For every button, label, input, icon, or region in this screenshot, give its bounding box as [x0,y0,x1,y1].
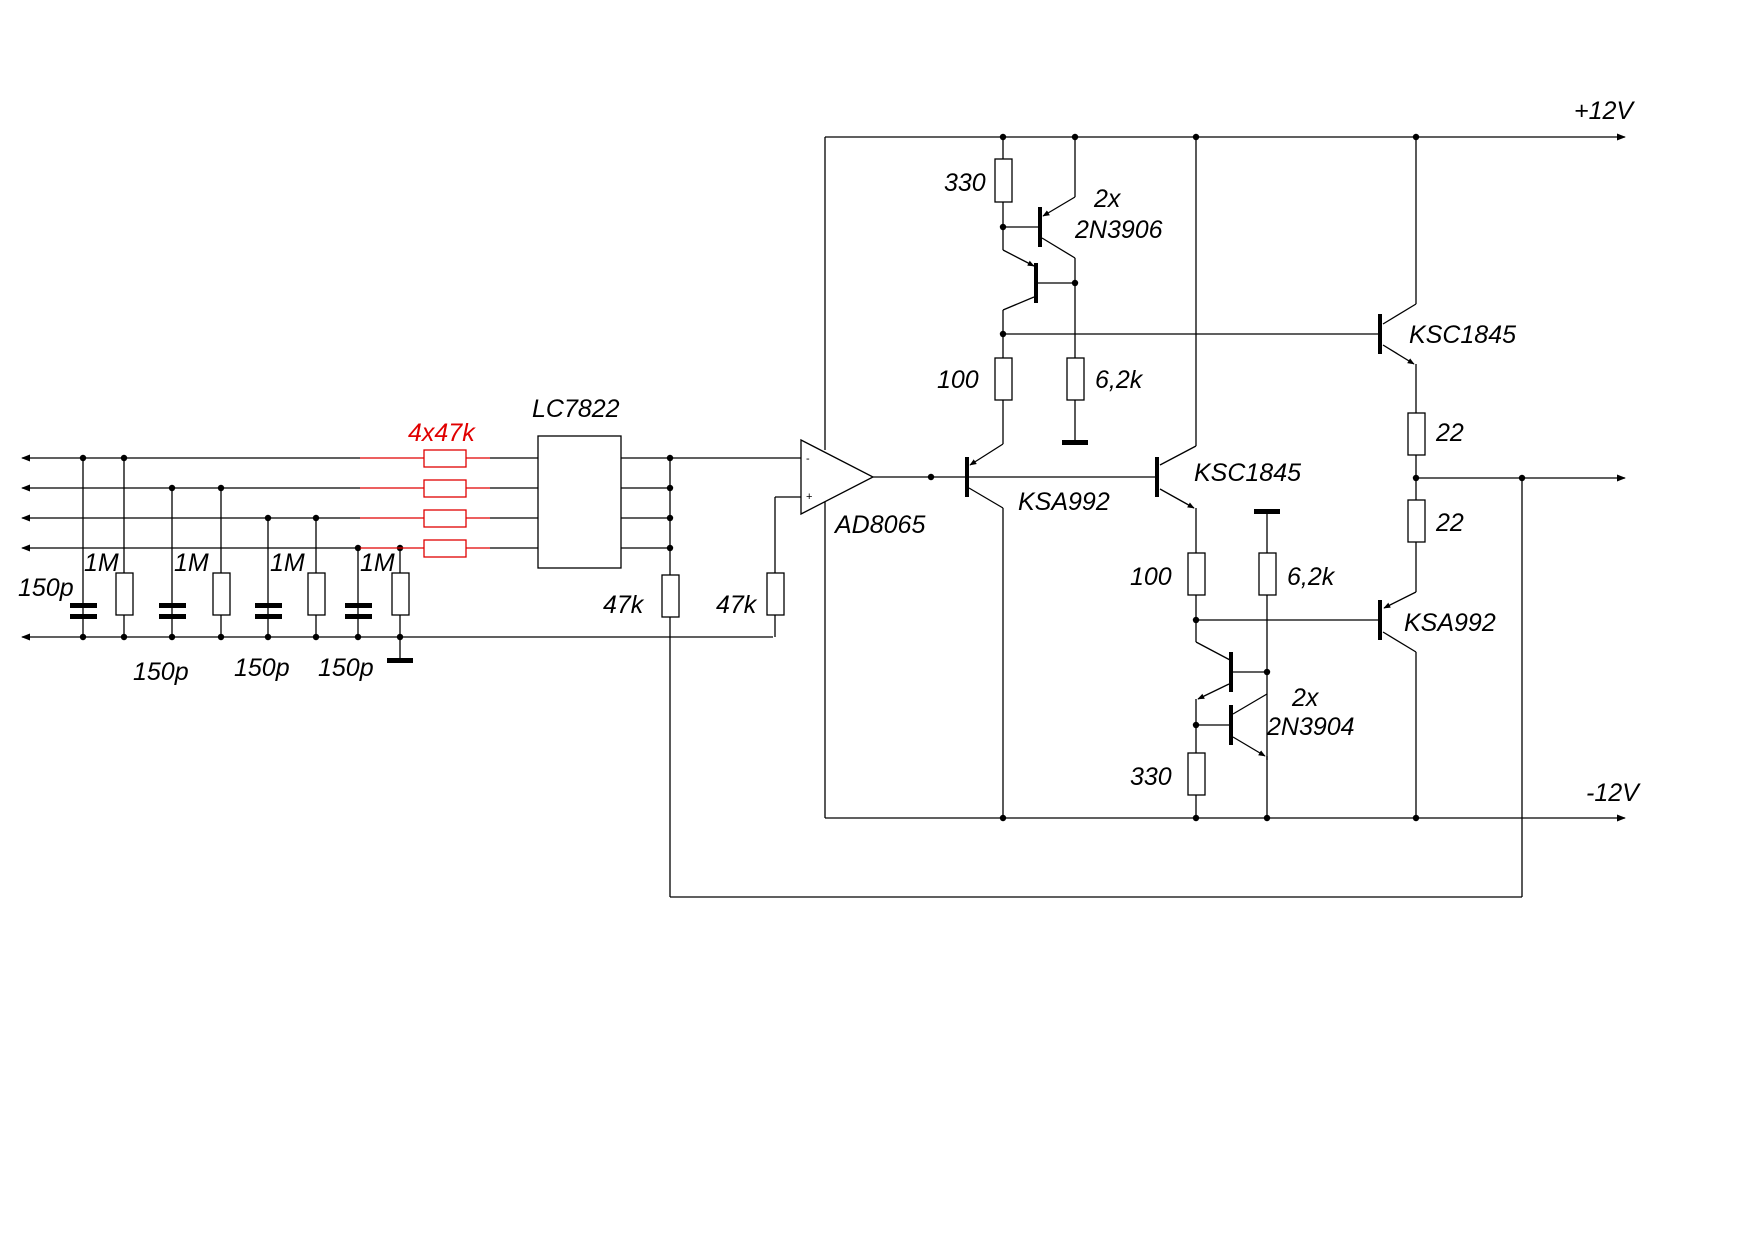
input-section: 1M 150p 1M 150p 1M 150p 1M 150p [18,454,773,686]
label-in2-r: 1M [174,549,209,577]
opamp-stage: 47k 47k - + AD8065 [603,137,1526,898]
npn-bottom-b-base [1229,705,1233,745]
label-input-resistors: 4x47k [408,419,476,447]
output-stage: KSC1845 22 22 KSA992 [1378,137,1626,818]
label-r100-top: 100 [937,366,979,394]
label-pnp-pair-count: 2x [1093,185,1122,213]
label-in3-r: 1M [270,549,305,577]
label-vplus: +12V [1574,97,1635,125]
ksa992-driver-base [965,457,969,497]
resistor-r4 [391,572,410,616]
label-in4-c: 150p [318,654,374,682]
label-r62k-top: 6,2k [1095,366,1144,394]
pnp-top-a-base [1038,207,1042,247]
label-driver-npn: KSC1845 [1194,459,1301,487]
label-r-feedback: 47k [603,591,645,619]
label-in3-c: 150p [234,654,290,682]
opamp-plus: + [806,491,812,503]
capacitor-c3 [255,603,282,608]
resistor-6k2-top [1066,357,1085,401]
label-selector-ic: LC7822 [532,395,620,423]
opamp-minus: - [806,453,810,465]
resistor-r1 [115,572,134,616]
resistor-r3 [307,572,326,616]
ground-symbol-input [387,658,413,663]
resistor-330-top [994,158,1013,203]
ksc1845-output-base [1378,314,1382,354]
lower-current-source: 100 6,2k 2x 2N3904 330 [1130,509,1378,818]
resistor-bias [766,572,785,616]
label-r100-bottom: 100 [1130,563,1172,591]
lc7822-ic [537,435,622,569]
ground-symbol-bottom [1254,509,1280,514]
resistor-100-top [994,357,1013,401]
resistor-22-top [1407,412,1426,456]
driver-pnp: KSA992 [965,443,1110,818]
ksc1845-driver-base [1155,457,1159,497]
resistor-330-bottom [1187,752,1206,796]
input-resistor-3 [423,509,467,528]
label-in1-r: 1M [84,549,119,577]
ground-symbol-top [1062,440,1088,445]
capacitor-c1 [70,603,97,608]
label-r330-top: 330 [944,169,986,197]
label-driver-pnp: KSA992 [1018,488,1110,516]
resistor-100-bottom [1187,552,1206,596]
label-r330-bottom: 330 [1130,763,1172,791]
label-r-bias: 47k [716,591,758,619]
pnp-top-b-base [1034,263,1038,303]
label-out-npn: KSC1845 [1409,321,1516,349]
input-resistor-2 [423,479,467,498]
capacitor-c2 [159,603,186,608]
resistor-22-bottom [1407,499,1426,543]
opamp-triangle [800,438,875,516]
label-npn-pair-count: 2x [1291,684,1320,712]
label-in1-c: 150p [18,574,74,602]
resistor-r2 [212,572,231,616]
resistor-6k2-bottom [1258,552,1277,596]
resistor-feedback [661,574,680,618]
capacitor-c4 [345,603,372,608]
label-r22-top: 22 [1435,419,1464,447]
label-r22-bottom: 22 [1435,509,1464,537]
label-in4-r: 1M [360,549,395,577]
label-out-pnp: KSA992 [1404,609,1496,637]
driver-npn: KSC1845 [969,137,1301,553]
label-r62k-bottom: 6,2k [1287,563,1336,591]
upper-current-source: 330 2x 2N3906 100 6,2k [937,137,1378,445]
input-resistor-1 [423,449,467,468]
label-vminus: -12V [1586,779,1641,807]
label-npn-pair-part: 2N3904 [1266,713,1355,741]
label-in2-c: 150p [133,658,189,686]
input-resistor-4 [423,539,467,558]
npn-bottom-a-base [1229,652,1233,692]
input-selector: 4x47k LC7822 [360,395,674,577]
label-opamp: AD8065 [833,511,925,539]
label-pnp-pair-part: 2N3906 [1074,216,1163,244]
ksa992-output-base [1378,600,1382,640]
